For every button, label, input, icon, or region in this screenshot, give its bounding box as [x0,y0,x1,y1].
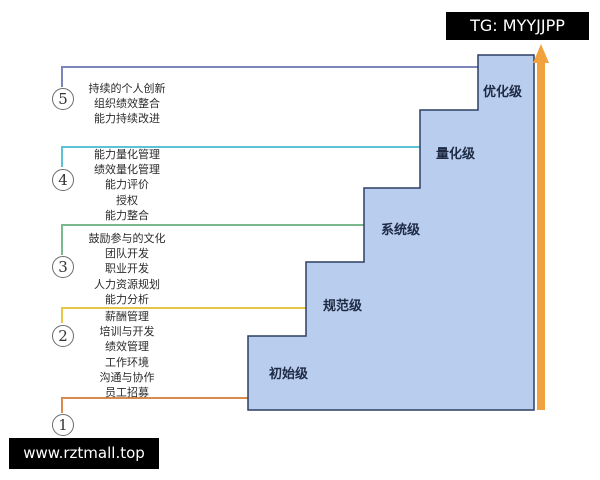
practice-item: 工作环境 [105,355,149,369]
practice-item: 团队开发 [105,247,149,261]
practice-item: 沟通与协作 [99,370,155,384]
level-number-3: 3 [52,256,74,278]
watermark-bottom-left: www.rztmall.top [9,438,159,469]
level-label-quantitative: 量化级 [436,147,476,162]
level-number-2: 2 [52,325,74,347]
practice-item: 能力量化管理 [94,148,160,161]
practice-item: 薪酬管理 [105,310,149,323]
stair-block [247,54,535,411]
level-number-1: 1 [52,414,74,436]
practice-list-2: 薪酬管理 培训与开发 绩效管理 工作环境 沟通与协作 员工招募 [72,309,182,400]
level-number-5: 5 [52,88,74,110]
connector-line-2 [61,307,306,323]
practice-item: 职业开发 [105,262,149,276]
practice-item: 人力资源规划 [94,277,160,291]
practice-item: 员工招募 [105,386,149,400]
practice-item: 培训与开发 [99,325,155,339]
practice-item: 能力持续改进 [94,112,160,126]
connector-line-1 [61,397,248,413]
connector-line-5 [61,66,478,87]
practice-list-3: 鼓励参与的文化 团队开发 职业开发 人力资源规划 能力分析 [72,231,182,307]
practice-item: 能力评价 [105,178,149,192]
level-label-defined: 系统级 [381,223,421,238]
practice-item: 绩效管理 [105,340,149,354]
connector-line-3 [61,224,364,255]
level-number-4: 4 [52,169,74,191]
watermark-top-right: TG: MYYJJPP [446,12,589,40]
level-label-optimizing: 优化级 [483,85,523,100]
practice-item: 绩效量化管理 [94,163,160,177]
connector-line-4 [61,146,420,167]
arrow-head [533,44,549,63]
practice-item: 持续的个人创新 [88,82,166,95]
practice-item: 组织绩效整合 [94,97,160,111]
practice-list-5: 持续的个人创新 组织绩效整合 能力持续改进 [72,81,182,127]
practice-item: 鼓励参与的文化 [88,232,166,245]
practice-item: 能力整合 [105,208,149,222]
level-label-initial: 初始级 [269,367,309,382]
practice-list-4: 能力量化管理 绩效量化管理 能力评价 授权 能力整合 [72,147,182,223]
practice-item: 授权 [116,193,138,207]
practice-item: 能力分析 [105,292,149,306]
level-label-managed: 规范级 [323,299,363,314]
arrow-shaft [537,62,545,410]
